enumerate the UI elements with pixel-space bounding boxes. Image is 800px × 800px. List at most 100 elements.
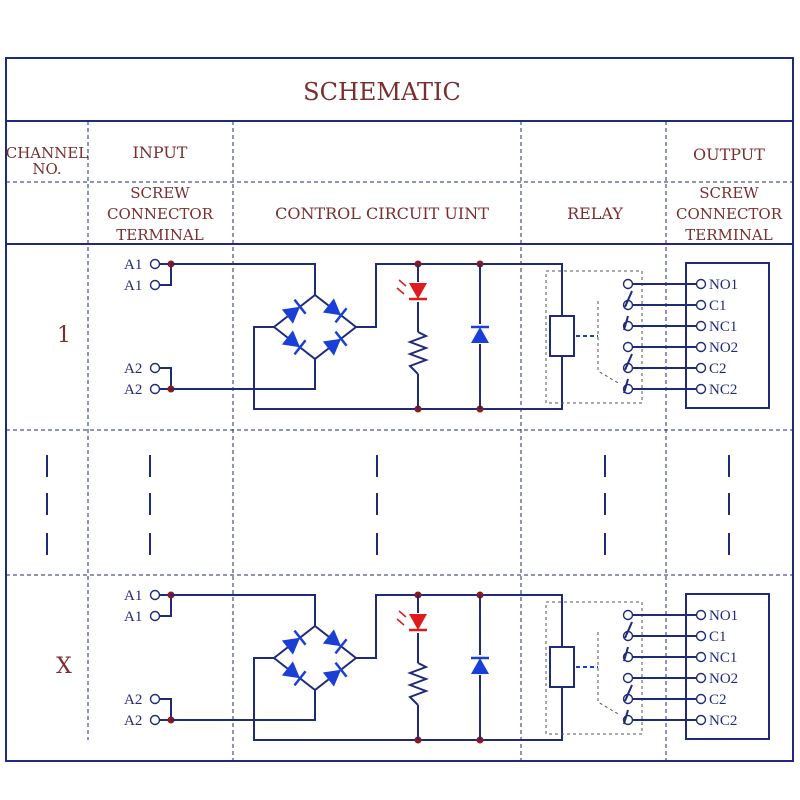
input-terminal-icon: [149, 714, 161, 726]
relay-contact-icon: [623, 709, 629, 725]
relay-contact-icon: [624, 684, 633, 702]
header-input: INPUT: [133, 143, 188, 162]
page-title: SCHEMATIC: [303, 78, 461, 106]
output-terminal-label: NO2: [709, 671, 738, 687]
header-input-sub-2: CONNECTOR: [107, 205, 214, 223]
header-output: OUTPUT: [693, 145, 765, 164]
input-terminal-icon: [149, 589, 161, 601]
resistor-icon: [407, 331, 429, 375]
a1-link: [159, 263, 172, 286]
diode-bar: [293, 629, 307, 646]
diode-body: [471, 658, 489, 674]
output-terminal-icon: [695, 651, 707, 663]
led-icon: [396, 610, 427, 632]
bridge-outline: [273, 624, 358, 692]
output-terminal-label: NO1: [709, 277, 738, 293]
diode-body: [281, 306, 301, 324]
dc-loop: [253, 263, 563, 410]
output-terminal-icon: [695, 383, 707, 395]
output-terminal-label: C2: [709, 361, 727, 377]
input-terminal-label: A1: [124, 278, 142, 294]
output-terminal-label: NC1: [709, 319, 737, 335]
output-terminal-icon: [695, 672, 707, 684]
output-terminal-label: NO1: [709, 608, 738, 624]
relay-contact-point: [622, 609, 634, 621]
led-diode: [409, 283, 427, 301]
header-control: CONTROL CIRCUIT UINT: [275, 204, 489, 223]
diode-bridge-icon: [281, 298, 348, 356]
output-terminal-icon: [695, 693, 707, 705]
output-terminal-icon: [695, 362, 707, 374]
header-output-sub-2: CONNECTOR: [676, 205, 783, 223]
output-terminal-label: C2: [709, 692, 727, 708]
input-terminal-icon: [149, 383, 161, 395]
input-terminal-label: A1: [124, 588, 142, 604]
diode-bar: [334, 638, 348, 655]
led-diode: [409, 614, 427, 632]
header-channel-line1: CHANNEL: [6, 144, 89, 162]
output-terminal-label: NC2: [709, 382, 737, 398]
output-terminal-block: [685, 262, 770, 409]
relay-housing: [545, 270, 643, 404]
wire-a1-bridge: [171, 594, 316, 626]
header-input-sub-3: TERMINAL: [116, 226, 203, 244]
channel-number: 1: [57, 323, 71, 348]
diode-body: [322, 298, 342, 316]
header-output-sub-1: SCREW: [699, 184, 759, 202]
input-terminal-icon: [149, 258, 161, 270]
contact-link: [597, 301, 621, 385]
output-terminal-icon: [695, 341, 707, 353]
relay-contact-point: [622, 672, 634, 684]
outer-frame: [5, 57, 794, 762]
output-terminal-label: NC1: [709, 650, 737, 666]
bridge-diode: [281, 661, 307, 687]
output-terminal-label: C1: [709, 298, 727, 314]
a2-link: [159, 698, 172, 721]
a2-link: [159, 367, 172, 390]
output-terminal-icon: [695, 320, 707, 332]
bridge-diode: [281, 629, 307, 655]
led-rays: [396, 279, 407, 295]
input-terminal-label: A2: [124, 361, 142, 377]
flyback-diode-icon: [471, 325, 489, 343]
input-terminal-label: A2: [124, 692, 142, 708]
diode-body: [471, 327, 489, 343]
diode-bar: [293, 298, 307, 315]
wire-a2-bridge: [171, 690, 316, 721]
dc-loop: [253, 594, 563, 741]
input-terminal-label: A1: [124, 609, 142, 625]
header-relay: RELAY: [567, 204, 623, 223]
input-terminal-icon: [149, 362, 161, 374]
header-output-sub-3: TERMINAL: [685, 226, 772, 244]
output-terminal-label: NO2: [709, 340, 738, 356]
diode-body: [322, 338, 342, 356]
bridge-outline: [273, 293, 358, 361]
header-channel-line2: NO.: [32, 160, 61, 178]
wire-a2-bridge: [171, 359, 316, 390]
relay-contact-icon: [623, 646, 629, 662]
input-terminal-icon: [149, 610, 161, 622]
relay-contact-icon: [623, 378, 629, 394]
bridge-diode: [322, 661, 348, 687]
input-terminal-icon: [149, 693, 161, 705]
continuation-marks: [46, 455, 730, 555]
bridge-diode: [281, 298, 307, 324]
output-terminal-icon: [695, 278, 707, 290]
output-terminal-label: C1: [709, 629, 727, 645]
diode-bridge-icon: [281, 629, 348, 687]
output-terminal-label: NC2: [709, 713, 737, 729]
input-terminal-label: A2: [124, 713, 142, 729]
bridge-diode: [322, 298, 348, 324]
bridge-diode: [322, 629, 348, 655]
relay-coil-icon: [549, 315, 575, 357]
relay-contact-point: [622, 278, 634, 290]
contact-link: [597, 632, 621, 716]
input-terminal-label: A1: [124, 257, 142, 273]
diode-body: [322, 629, 342, 647]
output-terminal-icon: [695, 714, 707, 726]
output-terminal-block: [685, 593, 770, 740]
diode-body: [322, 669, 342, 687]
